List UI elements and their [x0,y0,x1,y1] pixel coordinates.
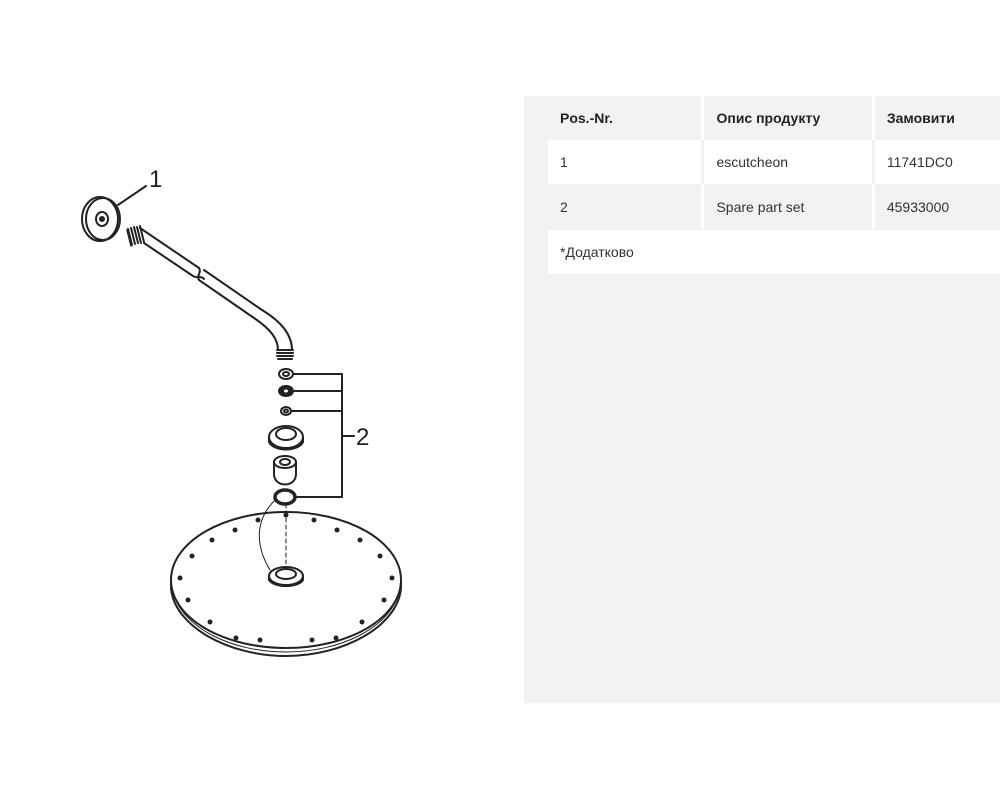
header-order: Замовити [874,96,1000,140]
escutcheon-part [81,196,121,242]
parts-table: Pos.-Nr. Опис продукту Замовити 1 escutc… [548,96,1000,275]
shower-head-part [170,499,402,657]
callout-1-leader [117,185,147,206]
callout-2-bracket [291,373,355,498]
row-pos-number: 2 [548,185,705,230]
callout-1-label: 1 [149,166,162,193]
row-description: escutcheon [704,140,875,185]
callout-2-label: 2 [356,424,369,451]
row-description: Spare part set [704,185,875,230]
exploded-view-drawing: 1 2 [81,166,402,657]
header-pos-number: Pos.-Nr. [548,96,705,140]
exploded-view-svg: 1 2 [81,166,402,657]
footnote-optional: *Додатково [548,230,1000,275]
row-order-number[interactable]: 11741DC0 [874,140,1000,185]
parts-table-panel: Pos.-Nr. Опис продукту Замовити 1 escutc… [524,96,1000,703]
spare-part-set [268,368,304,506]
table-row[interactable]: 2 Spare part set 45933000 [548,185,1000,230]
table-row[interactable]: 1 escutcheon 11741DC0 [548,140,1000,185]
row-pos-number: 1 [548,140,705,185]
table-header-row: Pos.-Nr. Опис продукту Замовити [548,96,1000,140]
row-order-number[interactable]: 45933000 [874,185,1000,230]
header-product-description: Опис продукту [704,96,875,140]
shower-arm-part [126,225,294,360]
footnote-row: *Додатково [548,230,1000,275]
